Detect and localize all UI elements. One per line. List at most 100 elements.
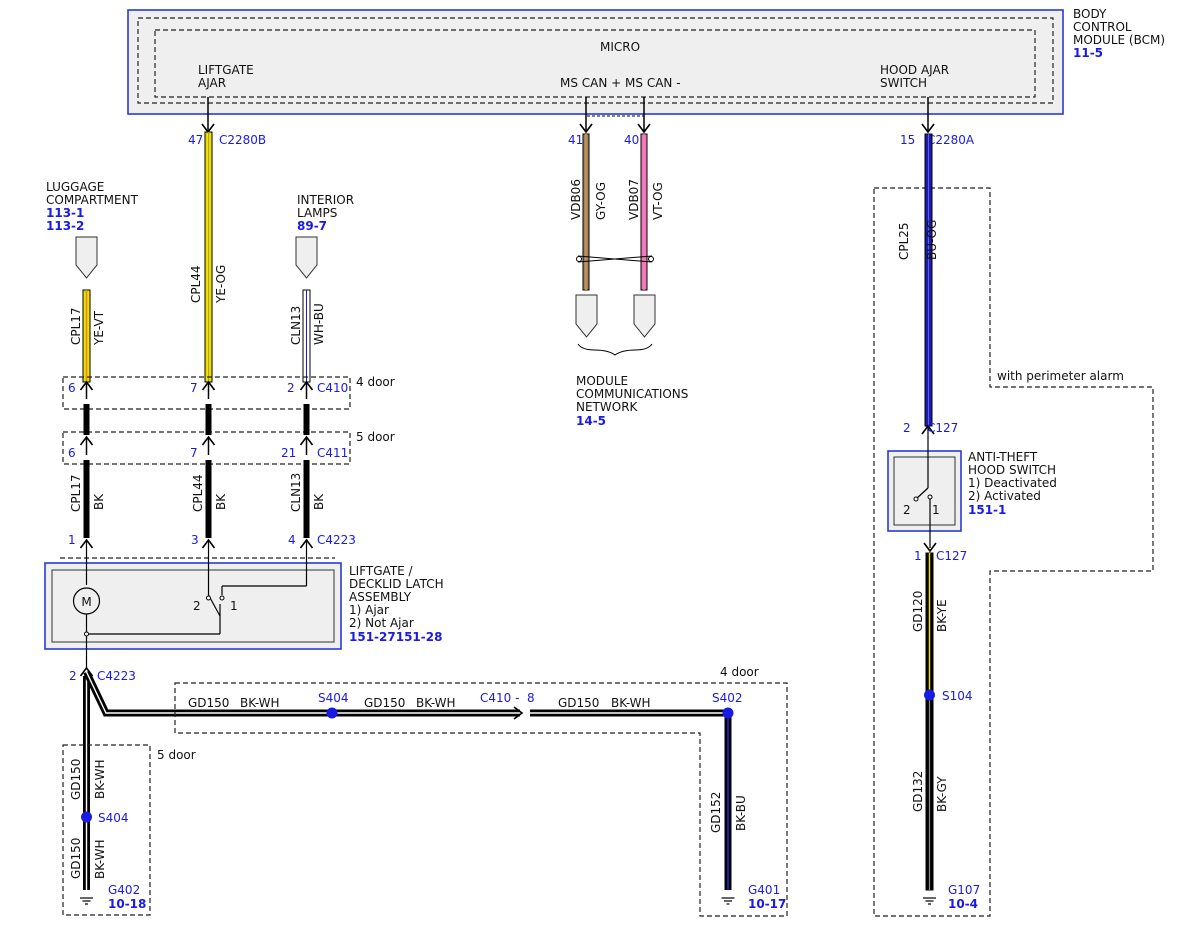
luggage-compartment: LUGGAGE COMPARTMENT 113-1 113-2 CPL17 YE… (46, 180, 139, 383)
gd120-circuit: GD120 (911, 591, 925, 632)
motor-icon: M (81, 595, 91, 609)
latch-label-1: LIFTGATE / (349, 564, 414, 578)
g401-circuit: GD152 (709, 792, 723, 833)
lower-cln13-color: BK (312, 493, 326, 510)
latch-label-3: ASSEMBLY (349, 590, 412, 604)
gd150-ground-wire (81, 670, 734, 890)
bcm-ref: 11-5 (1073, 46, 1103, 60)
bcm-name-1: BODY (1073, 7, 1107, 21)
lower-bk-labels: CPL17 BK CPL44 BK CLN13 BK (69, 473, 326, 512)
hood-switch-pin2: 2 (903, 503, 911, 517)
ground-5door-region: 5 door GD150 BK-WH S404 GD150 BK-WH G402… (62, 744, 196, 916)
micro-dashed-box (154, 29, 1036, 98)
mscan-pin-pos: 41 (568, 133, 583, 147)
c411-pin-c: 21 (281, 446, 296, 460)
liftgate-latch-assembly: M 2 1 LIFTGATE / DECKLID LATCH ASSEMBLY … (44, 540, 444, 668)
gd150-circuit-1: GD150 (188, 696, 229, 710)
perimeter-alarm-label: with perimeter alarm (997, 369, 1124, 383)
c410-variant: 4 door (356, 375, 395, 389)
interior-ref: 89-7 (297, 219, 327, 233)
g107-ground-icon (923, 897, 936, 905)
gd150-circuit-2: GD150 (364, 696, 405, 710)
c127-pin-top: 2 (903, 421, 911, 435)
cpl44-circuit: CPL44 (189, 265, 203, 303)
g401-ground: GD152 BK-BU G401 10-17 (709, 792, 786, 911)
c410-inline-pin: 8 (527, 691, 535, 705)
c410-connector: 4 door 6 7 2 C410 (62, 375, 395, 410)
lower-cpl44-color: BK (214, 493, 228, 510)
g402-ref: 10-18 (108, 897, 146, 911)
latch-label-2: DECKLID LATCH (349, 577, 444, 591)
g401-ref: 10-17 (748, 897, 786, 911)
mscan-pin-neg: 40 (624, 133, 639, 147)
s104-label: S104 (942, 689, 973, 703)
g402-name: G402 (108, 883, 140, 897)
luggage-label-1: LUGGAGE (46, 180, 104, 194)
luggage-ref-1: 113-1 (46, 206, 84, 220)
lower-cpl17-circuit: CPL17 (69, 474, 83, 512)
vdb07-color: VT-OG (651, 182, 665, 220)
luggage-connector-icon (75, 236, 98, 279)
g107-ref: 10-4 (948, 897, 978, 911)
luggage-ref-2: 113-2 (46, 219, 84, 233)
g401-ground-icon (721, 897, 735, 905)
c411-variant: 5 door (356, 430, 395, 444)
mscan-pos-connector-icon (575, 294, 598, 338)
c127-pin-bottom: 1 (914, 549, 922, 563)
cpl44-color: YE-OG (214, 265, 228, 304)
cpl25-color: BU-OG (925, 220, 939, 260)
ground-5door-label: 5 door (157, 748, 196, 762)
bcm-hood-label-2: SWITCH (880, 76, 927, 90)
hood-ref: 151-1 (968, 503, 1006, 517)
mscan-neg-connector-icon (633, 294, 656, 338)
latch-state-1: 1) Ajar (349, 603, 389, 617)
mscan-network-label-1: MODULE (576, 374, 628, 388)
gd132-circuit: GD132 (911, 771, 925, 812)
bcm-module: MICRO LIFTGATE AJAR MS CAN + MS CAN - HO… (127, 7, 1165, 115)
cpl44-upper-wire: 47 C2280B CPL44 YE-OG (188, 97, 266, 383)
vdb06-circuit: VDB06 (569, 179, 583, 220)
bcm-dashed-outer (137, 17, 1054, 104)
vdb06-color: GY-OG (594, 182, 608, 220)
c410-name: C410 (317, 381, 348, 395)
mscan-network-label-3: NETWORK (576, 400, 639, 414)
gd150-color-1: BK-WH (240, 696, 280, 710)
c2280a-pin: 15 (900, 133, 915, 147)
c410-pin-a: 6 (68, 381, 76, 395)
c4223-pin-a: 1 (68, 533, 76, 547)
c410-pin-c: 2 (287, 381, 295, 395)
latch-switch-pin1: 1 (230, 599, 238, 613)
bcm-liftgate-label-1: LIFTGATE (198, 63, 254, 77)
interior-label-2: LAMPS (297, 206, 337, 220)
hood-label-2: HOOD SWITCH (968, 463, 1056, 477)
cln13-color: WH-BU (312, 303, 326, 345)
c4223-name-ground: C4223 (97, 669, 136, 683)
interior-lamps: INTERIOR LAMPS 89-7 CLN13 WH-BU (289, 193, 354, 383)
latch-state-2: 2) Not Ajar (349, 616, 414, 630)
c411-connector: 5 door 6 7 21 C411 (62, 430, 395, 465)
cpl25-circuit: CPL25 (897, 222, 911, 260)
s402-splice-dot (722, 707, 734, 719)
c127-name-top: C127 (927, 421, 958, 435)
bcm-mscan-label: MS CAN + MS CAN - (560, 76, 681, 90)
bcm-name-2: CONTROL (1073, 20, 1132, 34)
gd150-color-2: BK-WH (416, 696, 456, 710)
c127-name-bottom: C127 (936, 549, 967, 563)
g401-name: G401 (748, 883, 780, 897)
c410-inline-label: C410 - (480, 691, 519, 705)
lower-cpl17-color: BK (92, 493, 106, 510)
g402-circuit-lower: GD150 (69, 838, 83, 879)
c2280b-pin: 47 (188, 133, 203, 147)
hood-switch-pin1: 1 (932, 503, 940, 517)
c410-pin-b: 7 (190, 381, 198, 395)
latch-ref: 151-27151-28 (349, 630, 442, 644)
ground-4door-region: 4 door GD150 BK-WH S404 GD150 BK-WH C410… (174, 665, 788, 917)
cln13-circuit: CLN13 (289, 306, 303, 345)
g402-circuit-upper: GD150 (69, 759, 83, 800)
s104-splice-dot (924, 689, 935, 701)
gd132-color: BK-GY (935, 776, 949, 812)
c411-pin-b: 7 (190, 446, 198, 460)
gd120-color: BK-YE (935, 599, 949, 632)
micro-label: MICRO (600, 40, 640, 54)
s404-splice-dot (326, 707, 338, 719)
